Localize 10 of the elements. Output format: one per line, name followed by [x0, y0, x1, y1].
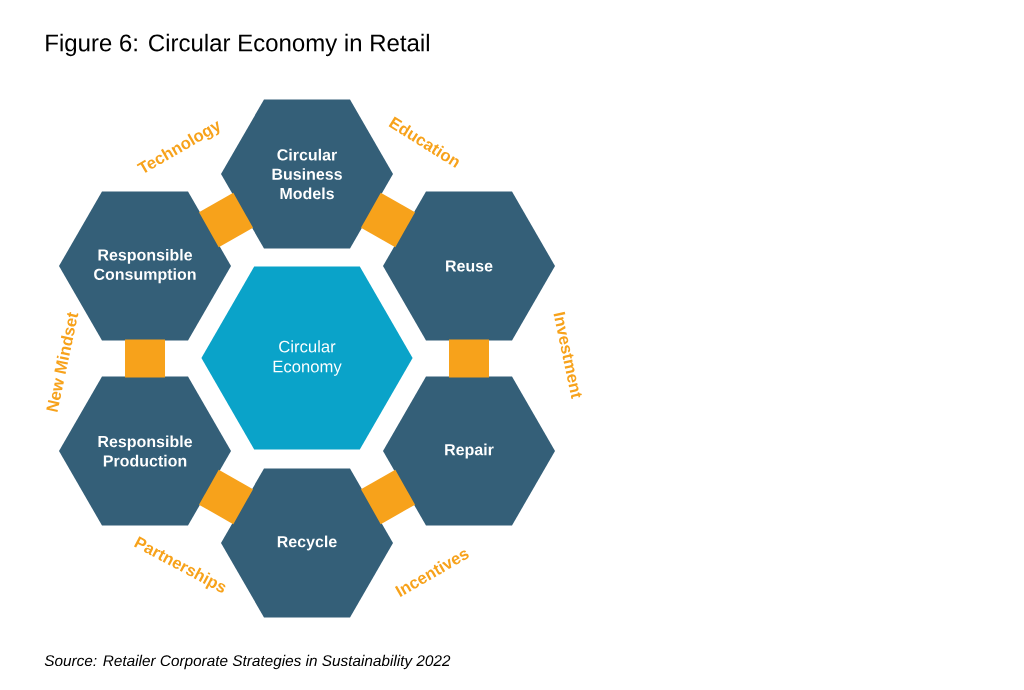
connector-band [360, 192, 416, 248]
source-note: Source: Retailer Corporate Strategies in Sustainability 2022 [44, 654, 451, 670]
hexagon: Repair [383, 376, 555, 526]
center-hexagon: Circular Economy [201, 266, 413, 450]
connector-band [199, 469, 253, 525]
title: Figure 6: Circular Economy in Retail [46, 33, 429, 57]
connector-band [361, 469, 416, 525]
connector-band [449, 339, 489, 378]
connector-band [199, 192, 254, 248]
connector-band [125, 339, 165, 378]
